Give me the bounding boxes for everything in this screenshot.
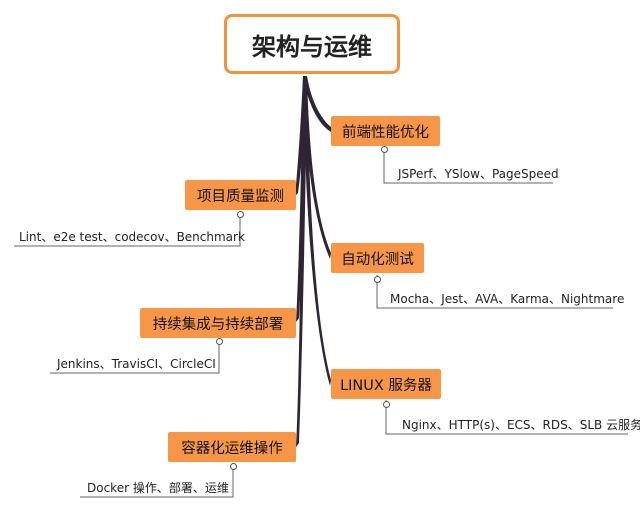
detail-linux-server: Nginx、HTTP(s)、ECS、RDS、SLB 云服务: [402, 418, 640, 432]
collapse-toggle-icon[interactable]: [237, 211, 244, 218]
collapse-toggle-icon[interactable]: [374, 276, 381, 283]
collapse-toggle-icon[interactable]: [230, 463, 237, 470]
root-topic[interactable]: 架构与运维: [224, 14, 400, 74]
topic-quality-monitor[interactable]: 项目质量监测: [185, 180, 296, 210]
collapse-toggle-icon[interactable]: [383, 401, 390, 408]
collapse-toggle-icon[interactable]: [381, 146, 388, 153]
detail-container-ops: Docker 操作、部署、运维: [87, 481, 229, 495]
detail-frontend-perf: JSPerf、YSlow、PageSpeed: [398, 167, 559, 181]
detail-ci-cd: Jenkins、TravisCI、CircleCI: [57, 357, 216, 371]
topic-linux-server[interactable]: LINUX 服务器: [331, 369, 441, 399]
topic-ci-cd[interactable]: 持续集成与持续部署: [140, 308, 296, 338]
branch-frontend-perf: [303, 76, 331, 132]
collapse-toggle-icon[interactable]: [216, 338, 223, 345]
detail-auto-test: Mocha、Jest、AVA、Karma、Nightmare: [390, 292, 625, 306]
detail-quality-monitor: Lint、e2e test、codecov、Benchmark: [19, 230, 245, 244]
topic-auto-test[interactable]: 自动化测试: [331, 243, 424, 273]
branch-container-ops: [296, 76, 307, 447]
topic-container-ops[interactable]: 容器化运维操作: [168, 432, 296, 462]
branch-linux-server: [303, 76, 331, 386]
topic-frontend-perf[interactable]: 前端性能优化: [331, 116, 440, 146]
